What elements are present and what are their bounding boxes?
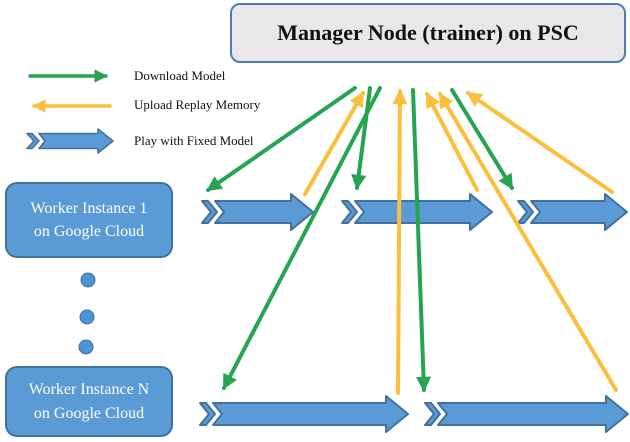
upload-replay-memory-arrow [438,92,618,392]
worker-instance-n-box: Worker Instance N on Google Cloud [5,366,173,437]
upload-replay-memory-arrow [303,91,365,196]
manager-node-label: Manager Node (trainer) on PSC [277,20,579,45]
download-model-arrow [351,86,372,191]
upload-replay-memory-arrow [425,92,479,192]
worker-1-name: Worker Instance 1 [30,199,148,217]
legend-label-download-model: Download Model [134,68,226,83]
legend-label-upload-replay-memory: Upload Replay Memory [134,97,261,112]
play-fixed-model-arrow [199,395,409,433]
play-fixed-model-arrow [517,193,628,231]
worker-1-location: on Google Cloud [33,223,145,240]
manager-node-box: Manager Node (trainer) on PSC [230,3,626,63]
play-fixed-model-arrow [201,193,314,231]
upload-replay-memory-arrow [466,91,614,194]
worker-n-name: Worker Instance N [28,381,150,399]
ellipsis-dot [79,309,95,325]
ellipsis-dot [80,272,96,288]
upload-replay-memory-arrow [392,88,408,395]
download-model-arrow [222,86,382,390]
worker-n-location: on Google Cloud [33,404,145,422]
play-fixed-model-arrow [424,395,629,433]
worker-instance-1-box: Worker Instance 1 on Google Cloud [5,182,173,258]
download-model-arrow [450,88,514,190]
download-model-arrow [206,86,357,192]
ellipsis-dot [78,339,94,355]
download-model-arrow [411,88,432,393]
legend-play-arrow-icon [26,128,114,154]
play-fixed-model-arrow [341,193,493,231]
legend-label-play-with-fixed-model: Play with Fixed Model [134,133,254,148]
